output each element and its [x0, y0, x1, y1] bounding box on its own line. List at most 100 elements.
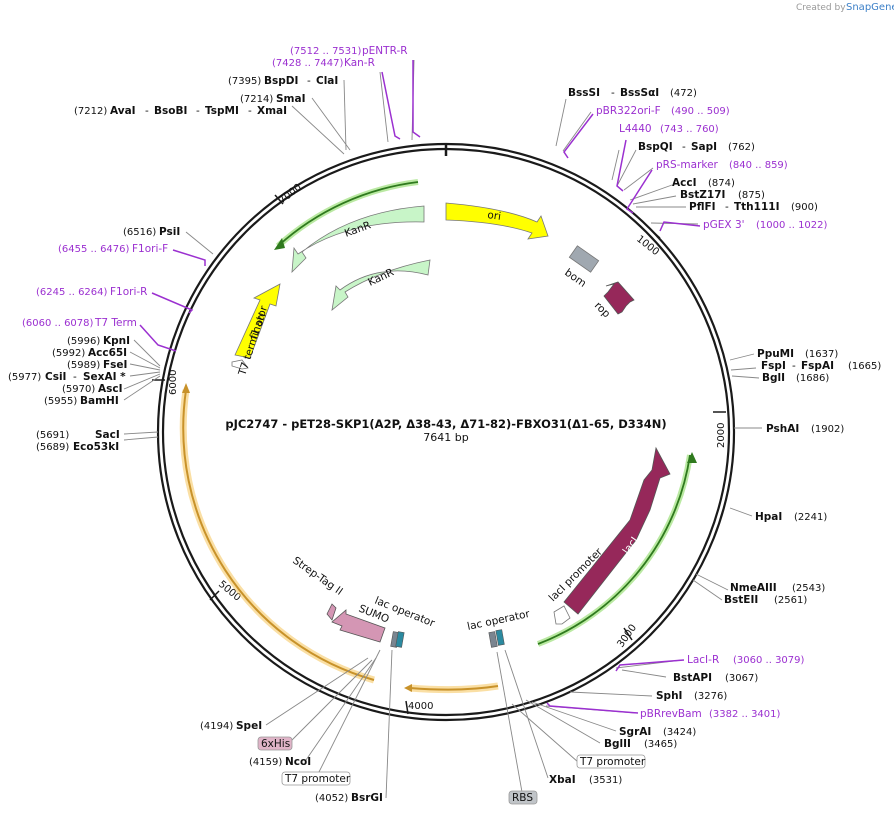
rop-feature[interactable]	[603, 281, 635, 315]
map-title: pJC2747 - pET28-SKP1(A2P, Δ38-43, Δ71-82…	[225, 417, 666, 431]
site-kpni-pos: (5996)	[67, 336, 100, 347]
site-bstapi-pos: (3067)	[725, 673, 758, 684]
tick-marks	[152, 194, 726, 715]
site-bsrgi[interactable]: BsrGI	[351, 792, 383, 804]
kanr-orf-arc	[277, 181, 419, 247]
site-pflfi-dash: -	[725, 201, 729, 213]
site-sacI-pos: (5691)	[36, 430, 69, 441]
primer-t7term[interactable]: T7 Term	[94, 317, 137, 329]
site-bspqi-dash: -	[682, 141, 686, 153]
site-bglii[interactable]: BglII	[604, 738, 631, 750]
site-sapi[interactable]: SapI	[691, 141, 717, 153]
lac-operator-feature-1[interactable]	[488, 631, 498, 648]
lac-operator-label-1: lac operator	[466, 608, 531, 633]
site-ncoi[interactable]: NcoI	[285, 756, 311, 768]
site-spei[interactable]: SpeI	[236, 720, 262, 732]
kanr-feature-1[interactable]	[291, 205, 425, 274]
site-bstz17i[interactable]: BstZ17I	[680, 189, 725, 201]
primer-marks	[139, 60, 701, 714]
sixhis-badge	[257, 736, 293, 751]
ori-label: ori	[487, 209, 502, 223]
site-avai[interactable]: AvaI	[110, 105, 136, 117]
primer-l4440-pos: (743 .. 760)	[660, 124, 719, 135]
primer-l4440[interactable]: L4440	[619, 123, 652, 135]
orf-arc-skp1	[182, 389, 375, 681]
primer-t7term-pos: (6060 .. 6078)	[22, 318, 94, 329]
site-psii-pos: (6516)	[123, 227, 156, 238]
lac-operator-box-1[interactable]	[495, 629, 505, 646]
ori-feature[interactable]	[445, 202, 549, 240]
site-tth111i[interactable]: Tth111I	[734, 201, 779, 213]
bom-feature[interactable]	[568, 245, 600, 273]
sumo-feature[interactable]	[331, 609, 386, 643]
site-bstapi[interactable]: BstAPI	[673, 672, 712, 684]
site-bgli[interactable]: BglI	[762, 372, 785, 384]
lac-operator-box-2[interactable]	[395, 631, 405, 648]
site-bspqi[interactable]: BspQI	[638, 141, 673, 153]
site-kpni[interactable]: KpnI	[103, 335, 130, 347]
site-psii[interactable]: PsiI	[159, 226, 180, 238]
site-labels-bottom: (4194) SpeI (4159) NcoI (4052) BsrGI	[200, 720, 383, 804]
primer-pgex3[interactable]: pGEX 3'	[703, 219, 745, 231]
site-pflfi[interactable]: PflFI	[689, 201, 716, 213]
strep-tag-feature[interactable]	[326, 603, 337, 621]
site-hpai[interactable]: HpaI	[755, 511, 782, 523]
tick-7000: 7000	[277, 182, 304, 206]
site-fsei-pos: (5989)	[67, 360, 100, 371]
site-bsobi[interactable]: BsoBI	[154, 105, 187, 117]
site-eco53ki-pos: (5689)	[36, 442, 69, 453]
site-saci[interactable]: SacI	[95, 429, 120, 441]
leader-lines	[123, 59, 762, 799]
t7terminator-feature[interactable]	[231, 359, 249, 370]
site-fsei[interactable]: FseI	[103, 359, 127, 371]
primer-pbrrevbam[interactable]: pBRrevBam	[640, 708, 702, 720]
site-sphi[interactable]: SphI	[656, 690, 682, 702]
primer-prs-marker[interactable]: pRS-marker	[656, 159, 719, 171]
site-xmai[interactable]: XmaI	[257, 105, 287, 117]
site-fspai[interactable]: FspAI	[801, 360, 834, 372]
site-bsteii[interactable]: BstEII	[724, 594, 758, 606]
site-avai-dash1: -	[145, 105, 149, 117]
site-bspdi-pos: (7395)	[228, 76, 261, 87]
primer-laci-r[interactable]: LacI-R	[687, 654, 719, 666]
site-tspmi[interactable]: TspMI	[205, 105, 239, 117]
map-length: 7641 bp	[423, 431, 468, 444]
laci-feature[interactable]	[563, 446, 671, 615]
site-csii-pos: (5977)	[8, 372, 41, 383]
site-ppumi[interactable]: PpuMI	[757, 348, 794, 360]
primer-pentr-r[interactable]: pENTR-R	[362, 45, 408, 57]
site-csii[interactable]: CsiI	[45, 371, 66, 383]
site-bspdi[interactable]: BspDI	[264, 75, 298, 87]
primer-pbr322ori-f-pos: (490 .. 509)	[671, 106, 730, 117]
primer-pbr322ori-f[interactable]: pBR322ori-F	[596, 105, 661, 117]
t7-promoter-label-2: T7 promoter	[284, 773, 351, 785]
site-clai[interactable]: ClaI	[316, 75, 338, 87]
primer-f1ori-f[interactable]: F1ori-F	[132, 243, 168, 255]
site-acci[interactable]: AccI	[672, 177, 696, 189]
laci-promoter-feature[interactable]	[553, 605, 571, 625]
f1ori-feature[interactable]	[234, 283, 281, 359]
site-sexai[interactable]: SexAI *	[83, 371, 126, 383]
site-acc65i[interactable]: Acc65I	[88, 347, 127, 359]
site-fspi[interactable]: FspI	[761, 360, 786, 372]
sixhis-label: 6xHis	[261, 738, 290, 750]
site-acc65i-pos: (5992)	[52, 348, 85, 359]
kanr-feature-2[interactable]	[331, 259, 431, 311]
primer-kan-r[interactable]: Kan-R	[344, 57, 375, 69]
site-smai[interactable]: SmaI	[276, 93, 306, 105]
site-bsssi-dash: -	[611, 87, 615, 99]
primer-pentr-r-pos: (7512 .. 7531)	[290, 46, 362, 57]
site-asci-pos: (5970)	[62, 384, 95, 395]
site-sgrai[interactable]: SgrAI	[619, 726, 651, 738]
site-bsssai[interactable]: BssSαI	[620, 87, 659, 99]
site-bsssi[interactable]: BssSI	[568, 87, 600, 99]
site-xbai[interactable]: XbaI	[549, 774, 576, 786]
primer-f1ori-r[interactable]: F1ori-R	[110, 286, 147, 298]
site-bsteii-pos: (2561)	[774, 595, 807, 606]
site-eco53ki[interactable]: Eco53kI	[73, 441, 119, 453]
site-bamhi[interactable]: BamHI	[80, 395, 119, 407]
site-asci[interactable]: AscI	[98, 383, 123, 395]
site-nmeaiii[interactable]: NmeAIII	[730, 582, 777, 594]
site-pshai[interactable]: PshAI	[766, 423, 799, 435]
